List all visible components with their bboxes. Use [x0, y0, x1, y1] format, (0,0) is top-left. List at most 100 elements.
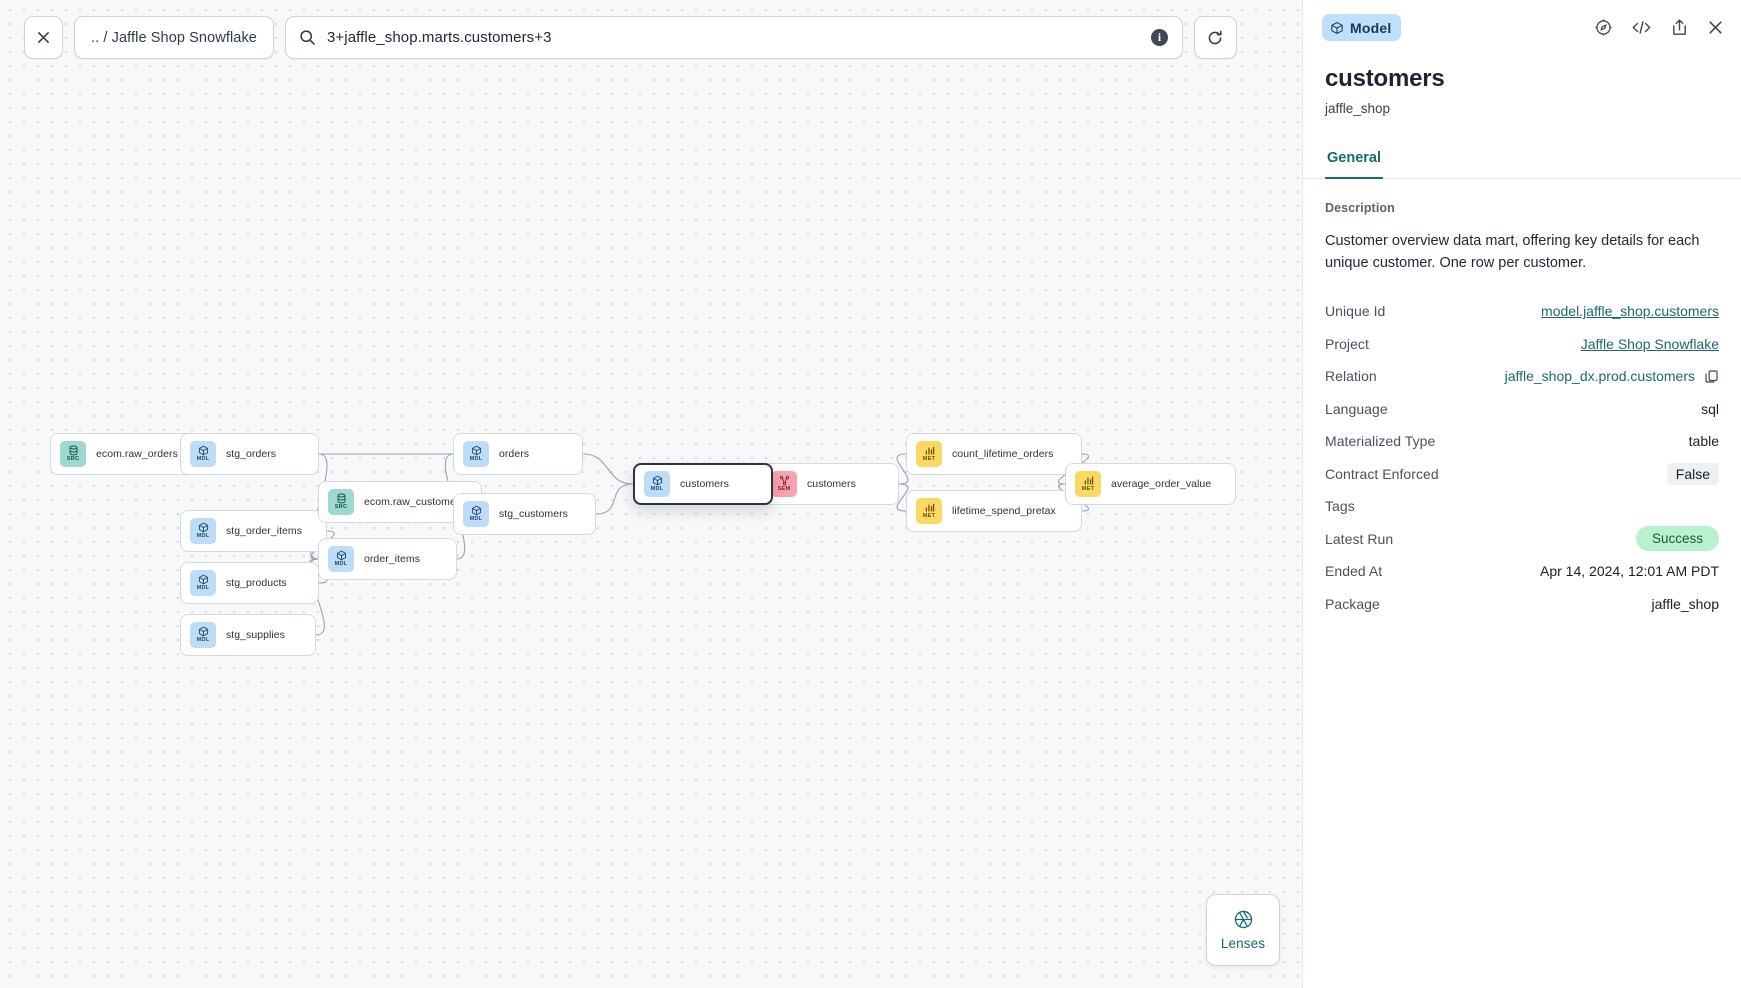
property-row: Ended At Apr 14, 2024, 12:01 AM PDT [1325, 555, 1719, 588]
search-input[interactable]: 3+jaffle_shop.marts.customers+3 i [284, 16, 1183, 59]
property-value-text: Apr 14, 2024, 12:01 AM PDT [1540, 563, 1719, 580]
mdl-badge-icon: MDL [644, 471, 670, 497]
page-title: customers [1325, 65, 1445, 92]
close-panel-icon[interactable] [1707, 19, 1724, 36]
property-value: jaffle_shop_dx.prod.customers [1505, 368, 1719, 384]
property-row: Tags [1325, 490, 1719, 523]
graph-node-stg_customers[interactable]: MDL stg_customers [453, 493, 596, 535]
panel-actions [1594, 18, 1724, 37]
graph-node-stg_order_items[interactable]: MDL stg_order_items [180, 510, 327, 552]
property-link[interactable]: model.jaffle_shop.customers [1541, 303, 1719, 320]
search-query-text: 3+jaffle_shop.marts.customers+3 [326, 29, 552, 46]
met-badge-icon: MET [916, 441, 942, 467]
graph-node-customers_sem[interactable]: SEM customers [761, 463, 899, 505]
property-key: Relation [1325, 368, 1377, 385]
graph-node-label: ecom.raw_customers [364, 496, 465, 508]
graph-node-label: customers [807, 478, 856, 490]
property-key: Contract Enforced [1325, 465, 1439, 482]
property-value-text: table [1688, 433, 1719, 450]
panel-header: customers jaffle_shop [1303, 55, 1741, 116]
graph-edge [582, 453, 634, 485]
graph-node-label: stg_customers [499, 508, 568, 520]
panel-tabs: General [1303, 144, 1741, 179]
cube-icon [1330, 21, 1344, 35]
search-icon [299, 29, 316, 46]
graph-node-label: stg_orders [226, 448, 277, 460]
page-subtitle: jaffle_shop [1325, 101, 1391, 116]
property-key: Latest Run [1325, 530, 1394, 547]
share-icon[interactable] [1670, 18, 1689, 37]
lenses-button[interactable]: Lenses [1206, 894, 1280, 966]
description-text: Customer overview data mart, offering ke… [1325, 233, 1700, 272]
graph-node-order_items[interactable]: MDL order_items [318, 538, 457, 580]
mdl-badge-icon: MDL [463, 501, 489, 527]
lenses-label: Lenses [1220, 936, 1266, 951]
mdl-badge-icon: MDL [463, 441, 489, 467]
graph-node-label: ecom.raw_orders [96, 448, 178, 460]
canvas-toolbar: .. / Jaffle Shop Snowflake 3+jaffle_shop… [24, 16, 1237, 59]
tab-general[interactable]: General [1325, 144, 1383, 179]
graph-edge [896, 453, 909, 485]
refresh-icon [1206, 29, 1224, 47]
property-key: Package [1325, 595, 1380, 612]
graph-edge [595, 483, 634, 515]
description-label: Description [1325, 201, 1395, 215]
property-value: False [1666, 462, 1719, 485]
breadcrumb-button[interactable]: .. / Jaffle Shop Snowflake [74, 16, 274, 59]
mdl-badge-icon: MDL [190, 518, 216, 544]
property-value-text: sql [1701, 400, 1719, 417]
property-row: Latest Run Success [1325, 522, 1719, 555]
graph-node-stg_products[interactable]: MDL stg_products [180, 562, 319, 604]
details-panel: Model [1302, 0, 1741, 988]
property-value-text: jaffle_shop [1651, 595, 1719, 612]
status-badge[interactable]: Success [1635, 526, 1719, 552]
property-value: jaffle_shop [1652, 596, 1719, 612]
graph-node-label: stg_products [226, 577, 287, 589]
property-value: table [1689, 433, 1719, 449]
status-badge: False [1666, 462, 1719, 485]
src-badge-icon: SRC [328, 489, 354, 515]
property-key: Ended At [1325, 563, 1383, 580]
graph-node-ecom_raw_orders[interactable]: SRC ecom.raw_orders [50, 433, 201, 475]
mdl-badge-icon: MDL [190, 441, 216, 467]
resource-type-badge[interactable]: Model [1322, 14, 1402, 41]
met-badge-icon: MET [916, 498, 942, 524]
mdl-badge-icon: MDL [328, 546, 354, 572]
graph-node-label: average_order_value [1111, 478, 1212, 490]
code-icon[interactable] [1631, 18, 1652, 37]
property-row: Contract Enforced False [1325, 457, 1719, 490]
property-key: Materialized Type [1325, 433, 1436, 450]
close-lineage-button[interactable] [24, 16, 63, 59]
copy-icon[interactable] [1704, 369, 1719, 384]
info-icon[interactable]: i [1150, 29, 1168, 46]
sem-badge-icon: SEM [771, 471, 797, 497]
graph-edge [896, 483, 909, 512]
graph-node-label: stg_order_items [226, 525, 303, 537]
mdl-badge-icon: MDL [190, 570, 216, 596]
close-icon [36, 30, 51, 45]
src-badge-icon: SRC [60, 441, 86, 467]
property-value-text: jaffle_shop_dx.prod.customers [1504, 368, 1695, 385]
graph-node-stg_orders[interactable]: MDL stg_orders [180, 433, 319, 475]
explore-icon[interactable] [1594, 18, 1613, 37]
graph-node-label: order_items [364, 553, 420, 565]
refresh-button[interactable] [1193, 16, 1237, 59]
property-value: sql [1701, 401, 1719, 417]
property-value: Success [1635, 526, 1719, 552]
property-value: model.jaffle_shop.customers [1541, 303, 1719, 319]
property-link[interactable]: Jaffle Shop Snowflake [1580, 335, 1719, 352]
property-value: Jaffle Shop Snowflake [1581, 336, 1719, 352]
mdl-badge-icon: MDL [190, 622, 216, 648]
